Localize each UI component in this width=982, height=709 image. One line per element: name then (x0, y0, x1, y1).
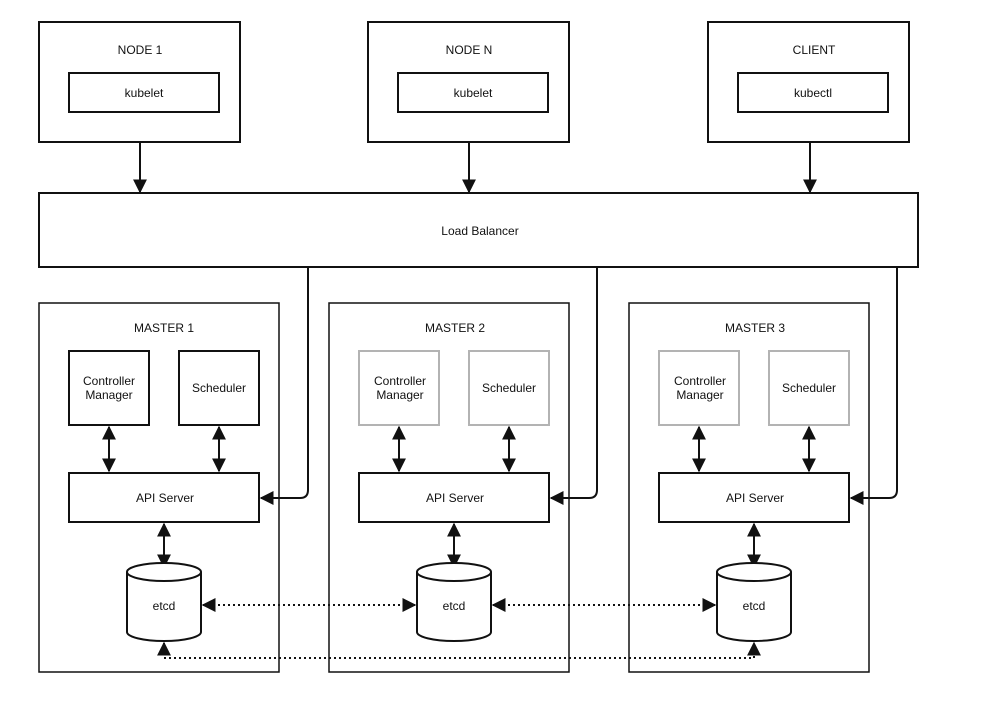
master-3-scheduler-box (768, 350, 850, 426)
master-1-manager-label: Manager (85, 388, 132, 402)
master-3-api-server-box (658, 472, 850, 523)
client-kubectl-box (737, 72, 889, 113)
node-1-kubelet-label: kubelet (125, 86, 164, 100)
master-3-etcd-cylinder: etcd (716, 562, 792, 642)
master-2-title: MASTER 2 (425, 321, 485, 335)
node-1-box: NODE 1 kubelet (38, 21, 241, 143)
node-n-title: NODE N (446, 43, 493, 57)
master-1-etcd-label: etcd (153, 599, 176, 613)
master-2-scheduler-label: Scheduler (482, 381, 536, 395)
master-2-api-server-box (358, 472, 550, 523)
master-3-api-server-label: API Server (726, 491, 784, 505)
node-n-kubelet-box (397, 72, 549, 113)
load-balancer-box: Load Balancer (38, 192, 919, 268)
master-1-scheduler-box (178, 350, 260, 426)
master-1-controller-label: Controller (83, 374, 135, 388)
node-n-kubelet-label: kubelet (454, 86, 493, 100)
master-2-container (328, 302, 570, 673)
master-3-controller-label: Controller (674, 374, 726, 388)
client-title: CLIENT (793, 43, 836, 57)
master-2-api-server-label: API Server (426, 491, 484, 505)
master-3-title: MASTER 3 (725, 321, 785, 335)
master-3-container (628, 302, 870, 673)
etcd-1-3-link (157, 641, 761, 659)
client-box: CLIENT kubectl (707, 21, 910, 143)
master-2-etcd-cylinder: etcd (416, 562, 492, 642)
lb-to-master-3-api-arrow (849, 267, 898, 505)
master-3-scheduler-label: Scheduler (782, 381, 836, 395)
master-1-api-server-label: API Server (136, 491, 194, 505)
client-kubectl-label: kubectl (794, 86, 832, 100)
master-2-controller-label: Controller (374, 374, 426, 388)
node-n-box: NODE N kubelet (367, 21, 570, 143)
node-1-title: NODE 1 (118, 43, 163, 57)
node-1-kubelet-box (68, 72, 220, 113)
master-1-etcd-cylinder: etcd (126, 562, 202, 642)
master-2-scheduler-box (468, 350, 550, 426)
master-1-title: MASTER 1 (134, 321, 194, 335)
master-1-container (38, 302, 280, 673)
load-balancer-label: Load Balancer (441, 224, 518, 238)
master-2-manager-label: Manager (376, 388, 423, 402)
master-1-api-server-box (68, 472, 260, 523)
master-3-controller-manager-box (658, 350, 740, 426)
master-1-scheduler-label: Scheduler (192, 381, 246, 395)
master-3-etcd-label: etcd (743, 599, 766, 613)
lb-to-master-2-api-arrow (549, 267, 598, 505)
master-2-controller-manager-box (358, 350, 440, 426)
lb-to-master-1-api-arrow (259, 267, 309, 505)
master-3-manager-label: Manager (676, 388, 723, 402)
master-1-controller-manager-box (68, 350, 150, 426)
master-2-etcd-label: etcd (443, 599, 466, 613)
